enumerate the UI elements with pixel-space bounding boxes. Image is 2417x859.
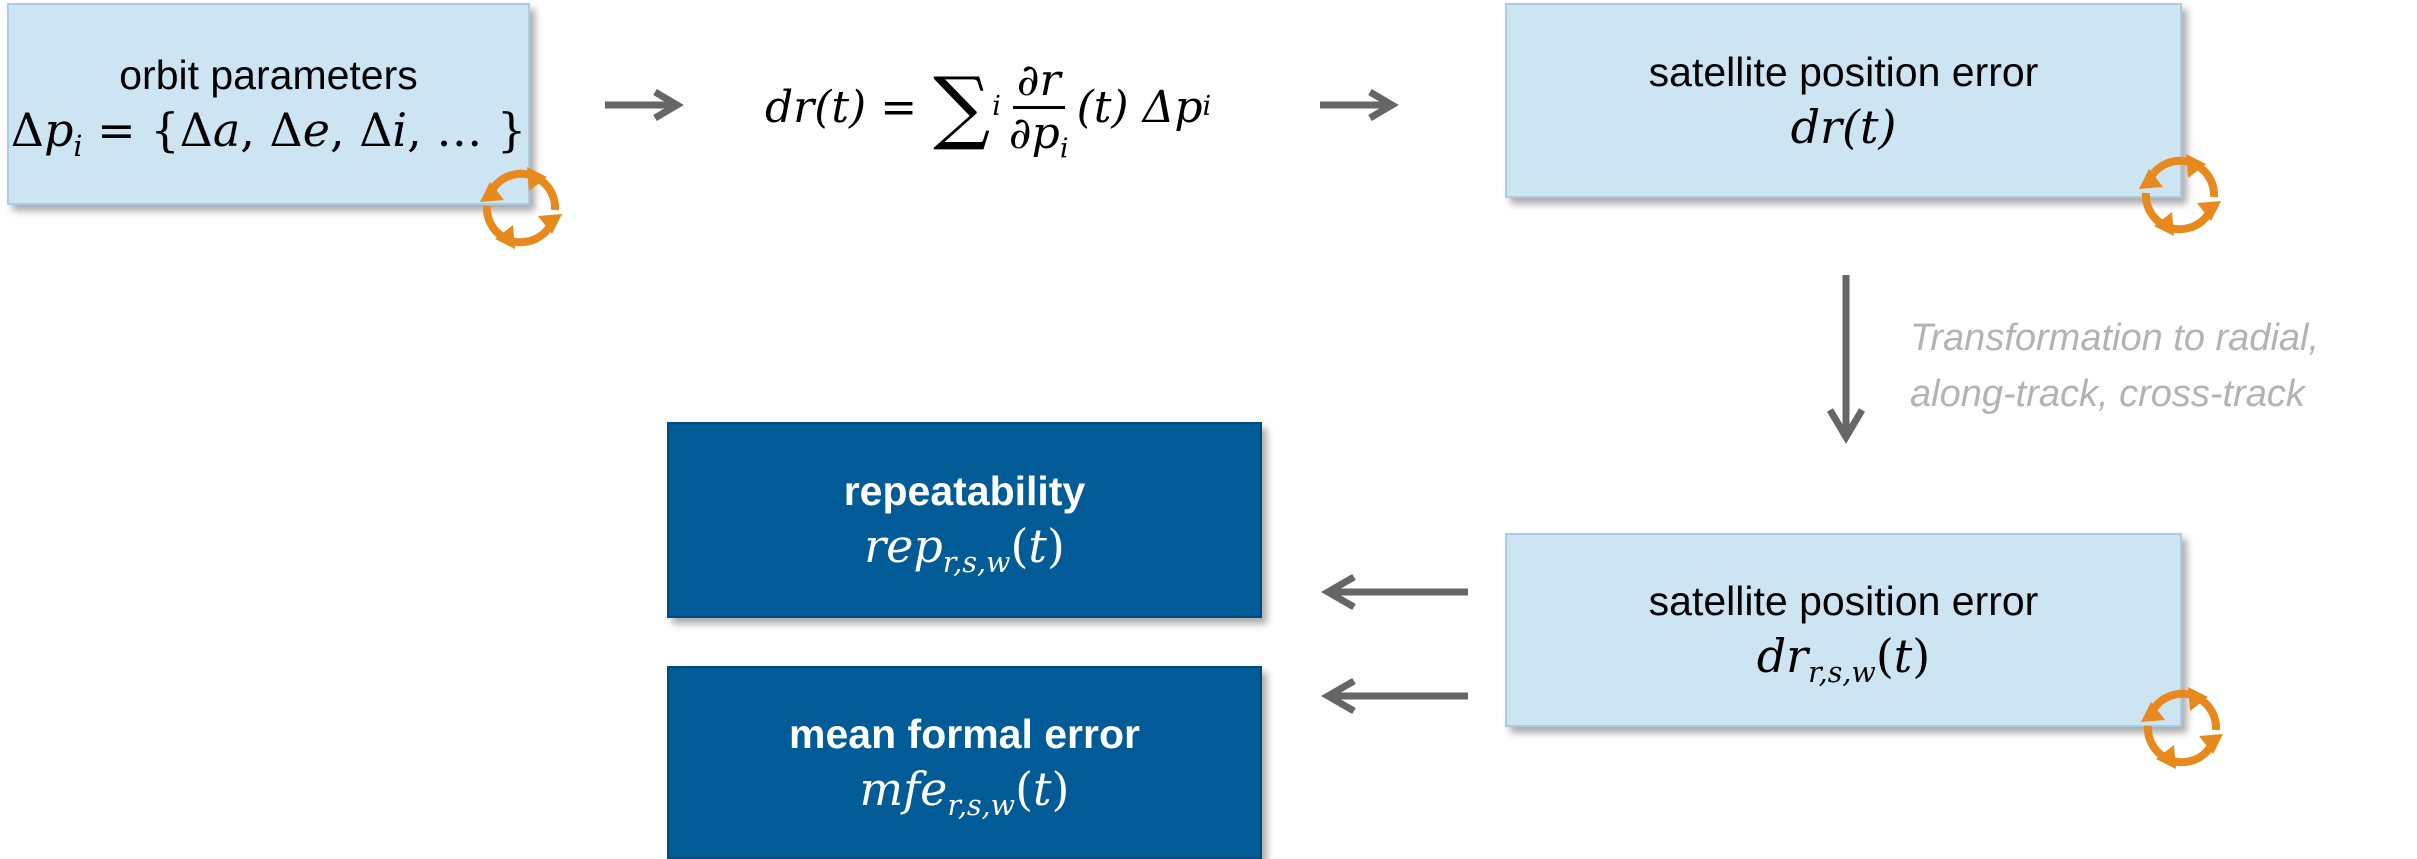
position-error-box: satellite position error dr(t): [1505, 3, 2182, 198]
equation-rhs: (t) Δp: [1076, 81, 1203, 133]
annotation-line-1: Transformation to radial,: [1910, 317, 2320, 359]
repeatability-formula: repr,s,w(t): [864, 519, 1065, 579]
mean-formal-error-box: mean formal error mfer,s,w(t): [667, 666, 1262, 859]
partial-derivative-fraction: ∂r ∂pi: [1005, 55, 1073, 162]
mean-formal-error-formula: mfer,s,w(t): [859, 761, 1070, 822]
orbit-parameters-title: orbit parameters: [119, 52, 418, 98]
arrow-to-equation: [605, 88, 684, 122]
mean-formal-error-title: mean formal error: [789, 710, 1140, 757]
arrow-to-position-error: [1320, 88, 1399, 122]
orbit-parameters-formula: Δpi = {Δa, Δe, Δi, … }: [10, 103, 527, 163]
arrow-to-mean-formal-error: [1320, 677, 1468, 715]
repeatability-box: repeatability repr,s,w(t): [667, 422, 1262, 618]
annotation-line-2: along-track, cross-track: [1910, 373, 2305, 415]
fraction-denominator: ∂p: [1008, 107, 1060, 159]
position-error-rsw-formula: drr,s,w(t): [1756, 629, 1931, 689]
fraction-denominator-index: i: [1059, 133, 1069, 165]
transformation-annotation: Transformation to radial, along-track, c…: [1910, 310, 2319, 422]
sum-symbol: ∑: [933, 60, 991, 153]
position-error-rsw-box: satellite position error drr,s,w(t): [1505, 533, 2182, 727]
orbit-parameters-box: orbit parameters Δpi = {Δa, Δe, Δi, … }: [7, 3, 530, 205]
equation-lhs: dr(t) =: [765, 81, 918, 133]
cycle-icon: [2139, 154, 2221, 236]
position-error-title: satellite position error: [1648, 48, 2039, 95]
arrow-transformation: [1826, 275, 1866, 444]
cycle-icon: [480, 167, 562, 249]
position-error-rsw-title: satellite position error: [1648, 578, 2039, 624]
repeatability-title: repeatability: [843, 468, 1086, 514]
cycle-icon: [2141, 687, 2223, 769]
arrow-to-repeatability: [1320, 573, 1468, 611]
position-error-formula: dr(t): [1790, 99, 1897, 154]
fraction-numerator: ∂r: [1012, 55, 1065, 109]
